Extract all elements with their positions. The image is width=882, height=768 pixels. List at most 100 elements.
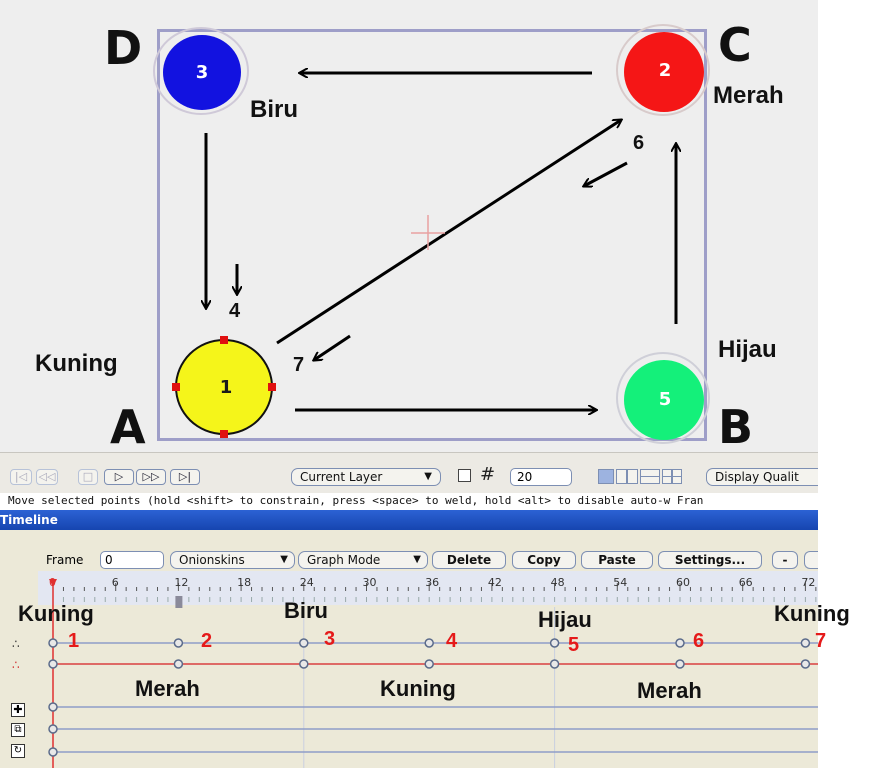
- paste-button[interactable]: Paste: [581, 551, 653, 569]
- ball-a-yellow[interactable]: 1: [175, 339, 273, 435]
- grid-size-input[interactable]: 20: [510, 468, 572, 486]
- settings-button[interactable]: Settings...: [658, 551, 762, 569]
- canvas-margin: [818, 0, 882, 452]
- delete-button[interactable]: Delete: [432, 551, 506, 569]
- chevron-down-icon: ▼: [413, 554, 421, 565]
- keyframe-dot[interactable]: [675, 638, 685, 648]
- keyframe-dot[interactable]: [800, 659, 811, 669]
- display-quality-dropdown[interactable]: Display Qualit: [706, 468, 818, 486]
- keyframe-number-2: 2: [201, 630, 213, 652]
- keyframe-dot[interactable]: [549, 659, 560, 669]
- keyframe-number-1: 1: [68, 630, 80, 652]
- ball-c-red[interactable]: 2: [616, 24, 710, 116]
- step-label-7: 7: [293, 354, 305, 376]
- control-point-top[interactable]: [220, 336, 228, 344]
- corner-label-b: B: [718, 400, 754, 454]
- corner-label-a: A: [110, 400, 146, 454]
- ruler-tick-label: 48: [550, 576, 565, 589]
- keyframe-number-5: 5: [568, 634, 580, 656]
- keyframe-dot[interactable]: [299, 659, 309, 669]
- view-split-horizontal-icon[interactable]: [640, 469, 660, 484]
- grid-icon: #: [480, 464, 496, 485]
- keyframe-number-3: 3: [324, 628, 336, 650]
- view-single-icon[interactable]: [598, 469, 614, 484]
- ruler-tick-label: 12: [174, 576, 189, 589]
- ruler-tick-label: 6: [111, 576, 119, 589]
- view-split-vertical-icon[interactable]: [616, 469, 638, 484]
- go-end-button[interactable]: ▷|: [170, 469, 200, 485]
- layer-dropdown[interactable]: Current Layer ▼: [291, 468, 441, 486]
- keyframe-dot[interactable]: [424, 659, 434, 669]
- step-back-button[interactable]: ◁◁: [36, 469, 58, 485]
- step-label-6: 6: [633, 132, 645, 154]
- keyframe-dot[interactable]: [549, 638, 560, 648]
- keyframe-dot[interactable]: [299, 638, 309, 648]
- onionskins-label: Onionskins: [179, 553, 245, 567]
- tl-name-biru: Biru: [284, 598, 328, 623]
- zoom-in-button[interactable]: [804, 551, 818, 569]
- keyframe-dot[interactable]: [48, 724, 58, 734]
- loop-marker[interactable]: [175, 596, 183, 608]
- keyframe-dot[interactable]: [800, 638, 811, 648]
- frame-label: Frame: [46, 553, 84, 567]
- keyframe-dot[interactable]: [675, 659, 685, 669]
- graph-mode-dropdown[interactable]: Graph Mode ▼: [298, 551, 428, 569]
- control-point-right[interactable]: [268, 383, 276, 391]
- ruler-tick-label: 24: [299, 576, 314, 589]
- control-point-left[interactable]: [172, 383, 180, 391]
- keyframe-dot[interactable]: [173, 659, 184, 669]
- play-button[interactable]: ▷: [104, 469, 134, 485]
- ball-b-number: 5: [658, 389, 672, 410]
- grid-checkbox[interactable]: [458, 469, 471, 482]
- keyframe-dot[interactable]: [48, 747, 58, 757]
- ruler-tick-label: 30: [362, 576, 377, 589]
- ball-b-green[interactable]: 5: [616, 352, 710, 444]
- scale-channel-button-icon[interactable]: ⧉: [11, 723, 25, 737]
- stage-origin-cross: [411, 215, 445, 250]
- ruler-tick-label: 0: [49, 576, 56, 589]
- tl-name-merah-1: Merah: [135, 676, 200, 701]
- tl-name-merah-2: Merah: [637, 678, 702, 703]
- tl-name-kuning-start: Kuning: [18, 601, 94, 626]
- stage-frame-border: [157, 29, 707, 441]
- keyframe-dot[interactable]: [48, 702, 58, 712]
- chevron-down-icon: ▼: [280, 554, 288, 565]
- zoom-out-button[interactable]: -: [772, 551, 798, 569]
- rotate-channel-icon[interactable]: ↻: [11, 744, 25, 758]
- playhead-marker[interactable]: [49, 579, 57, 587]
- view-quad-icon[interactable]: [662, 469, 682, 484]
- ruler-tick-label: 72: [801, 576, 816, 589]
- keyframe-dot[interactable]: [48, 638, 58, 648]
- ball-d-number: 3: [195, 62, 209, 83]
- frame-input[interactable]: 0: [100, 551, 164, 569]
- scale-channel-icon: ∴: [12, 637, 20, 651]
- arrow-small-diag-7: [314, 334, 351, 360]
- onionskins-dropdown[interactable]: Onionskins ▼: [170, 551, 295, 569]
- tl-name-kuning-end: Kuning: [774, 601, 850, 626]
- chevron-down-icon: ▼: [424, 471, 432, 482]
- position-channel-icon: ∴: [12, 658, 20, 672]
- ball-c-number: 2: [658, 60, 672, 81]
- keyframe-number-6: 6: [693, 630, 705, 652]
- control-point-bottom[interactable]: [220, 430, 228, 438]
- graph-mode-label: Graph Mode: [307, 553, 381, 567]
- ruler-tick-label: 66: [738, 576, 753, 589]
- step-forward-button[interactable]: ▷▷: [136, 469, 166, 485]
- timeline-title: Timeline: [0, 513, 58, 527]
- motion-arrows: [0, 0, 818, 452]
- keyframe-dot[interactable]: [173, 638, 184, 648]
- translate-channel-icon[interactable]: ✚: [11, 703, 25, 717]
- ball-d-blue[interactable]: 3: [153, 27, 249, 115]
- keyframe-dot[interactable]: [424, 638, 434, 648]
- layer-dropdown-value: Current Layer: [300, 470, 383, 484]
- timeline-graph[interactable]: [0, 571, 818, 768]
- stop-button[interactable]: □: [78, 469, 98, 485]
- step-label-4: 4: [229, 300, 241, 322]
- arrow-small-diag-6: [584, 161, 628, 186]
- copy-button[interactable]: Copy: [512, 551, 576, 569]
- tl-name-kuning-mid: Kuning: [380, 676, 456, 701]
- arrow-a-to-c: [276, 120, 621, 345]
- keyframe-number-7: 7: [815, 630, 827, 652]
- rewind-start-button[interactable]: |◁: [10, 469, 32, 485]
- keyframe-dot[interactable]: [48, 659, 58, 669]
